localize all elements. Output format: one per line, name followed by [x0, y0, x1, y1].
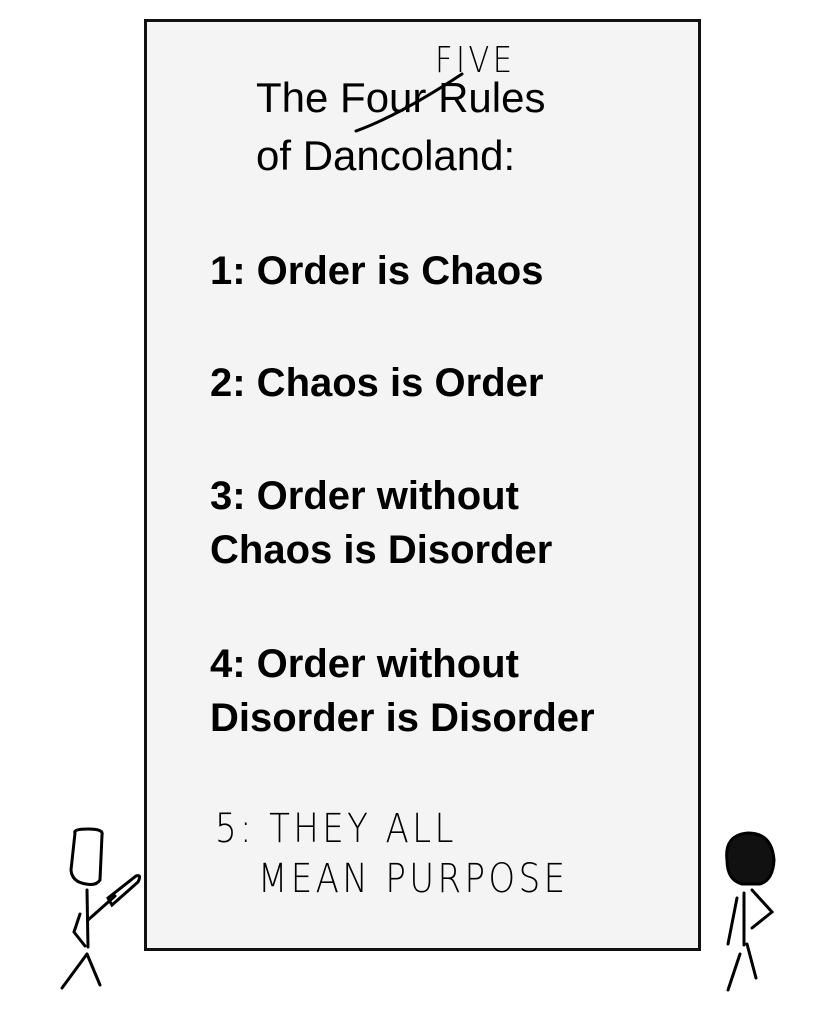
marker-icon: [106, 874, 142, 908]
correction-text: FIVE: [435, 40, 516, 81]
stick-figure-left: [60, 827, 142, 990]
rule-4-line-2: Disorder is Disorder: [210, 696, 595, 740]
stick-figure-right: [725, 831, 776, 992]
sign-board: [144, 19, 701, 951]
struck-word: Four: [340, 74, 427, 121]
title-line-2: of Dancoland:: [256, 132, 516, 179]
rule-2: 2: Chaos is Order: [210, 361, 544, 405]
rule-4-line-1: 4: Order without: [210, 642, 519, 686]
rule-3-line-2: Chaos is Disorder: [210, 528, 553, 572]
handwritten-rule-line-1: 5: THEY ALL: [215, 806, 457, 852]
rule-3-line-1: 3: Order without: [210, 474, 519, 518]
strikethrough-line: [354, 72, 464, 133]
handwritten-rule-line-2: MEAN PURPOSE: [258, 856, 569, 902]
title-line-1: The Four Rules: [256, 74, 546, 121]
rule-1: 1: Order is Chaos: [210, 249, 544, 293]
